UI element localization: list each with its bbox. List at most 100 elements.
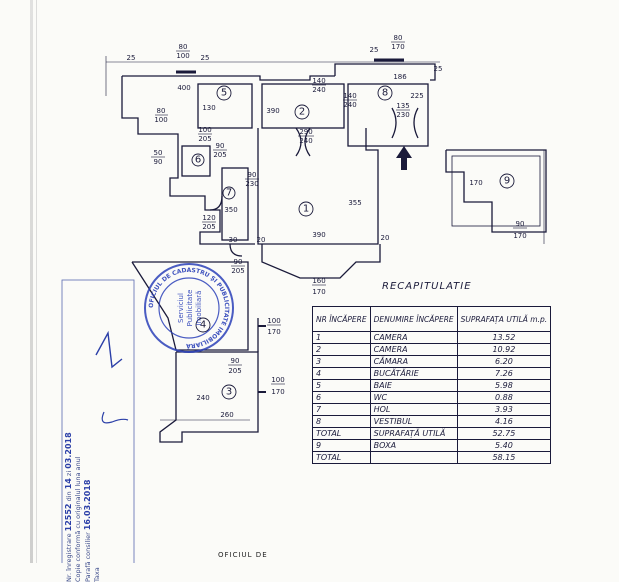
left-wall	[121, 76, 255, 245]
dim-label: 30	[229, 236, 238, 244]
door-arc-3	[391, 107, 397, 139]
recap-cell-area: 6.20	[456, 355, 552, 368]
registration-stamp: Nr. înregistrare 12552 din 14 zi 03.2018…	[64, 282, 134, 582]
dim-label: 240	[343, 101, 356, 109]
dim-label: 120	[202, 214, 215, 222]
room6-walls	[181, 145, 211, 177]
dim-label: 50	[154, 149, 163, 157]
reg-anul-label: anul	[74, 456, 82, 471]
dim-label: 170	[513, 232, 526, 240]
reg-date: 03.2018	[64, 432, 73, 469]
recap-cell-name	[369, 451, 458, 464]
room-number-3: 3	[226, 387, 232, 398]
room4-walls	[132, 261, 249, 351]
recap-cell-area: 3.93	[456, 403, 552, 416]
door-arc-6	[229, 243, 243, 257]
dim-label: 140	[343, 92, 356, 100]
dim-label: 205	[228, 367, 241, 375]
dim-label: 90	[231, 357, 240, 365]
recap-cell-name: VESTIBUL	[369, 415, 458, 428]
dim-label: 25	[127, 54, 136, 62]
recap-cell-name: SUPRAFAȚĂ UTILĂ	[369, 427, 458, 440]
door-arc-4	[413, 107, 419, 139]
reg-taxa-label: Taxa	[93, 567, 101, 582]
dim-label: 90	[154, 158, 163, 166]
door-arc-5	[209, 195, 223, 211]
recap-cell-nr: 5	[312, 379, 371, 392]
recap-cell-nr: 8	[312, 415, 371, 428]
dim-label: 135	[396, 102, 409, 110]
recap-cell-area: 13.52	[456, 331, 552, 344]
entrance-arrow-icon	[396, 146, 412, 170]
dim-label: 240	[312, 86, 325, 94]
dim-label: 240	[196, 394, 209, 402]
room-circle-8	[377, 85, 393, 101]
reg-number: 12552	[64, 503, 73, 532]
dim-label: 100	[176, 52, 189, 60]
dim-label: 25	[201, 54, 210, 62]
bay-window	[261, 244, 381, 279]
dim-label: 140	[312, 77, 325, 85]
dim-label: 20	[381, 234, 390, 242]
recap-cell-name: BAIE	[369, 379, 458, 392]
dim-label: 225	[410, 92, 423, 100]
dim-label: 400	[177, 84, 190, 92]
recap-cell-nr: 3	[312, 355, 371, 368]
room-circle-9	[499, 173, 515, 189]
recap-cell-nr: TOTAL	[312, 451, 371, 464]
dim-label: 170	[312, 288, 325, 296]
room2-walls	[261, 83, 345, 129]
room-circle-1	[298, 201, 314, 217]
room-circle-6	[191, 153, 205, 167]
dim-label: 130	[202, 104, 215, 112]
room-number-8: 8	[382, 88, 388, 99]
scan-edge	[30, 0, 33, 563]
dim-label: 170	[267, 328, 280, 336]
recap-cell-nr: 2	[312, 343, 371, 356]
dim-label: 390	[266, 107, 279, 115]
dim-label: 100	[271, 376, 284, 384]
dim-label: 355	[348, 199, 361, 207]
dim-label: 100	[154, 116, 167, 124]
dim-label: 90	[248, 171, 257, 179]
recap-table: NR ÎNCĂPERE DENUMIRE ÎNCĂPERE SUPRAFAȚA …	[312, 306, 552, 464]
reg-date2: 16.03.2018	[83, 479, 92, 531]
room9-inner	[451, 155, 541, 227]
room-circle-3	[221, 384, 237, 400]
dim-label: 90	[516, 220, 525, 228]
dim-label: 90	[234, 258, 243, 266]
recap-cell-name: BUCĂTĂRIE	[369, 367, 458, 380]
recap-cell-nr: 9	[312, 439, 371, 452]
recap-cell-name: WC	[369, 391, 458, 404]
door-arc-2	[304, 127, 311, 157]
recap-header-nr: NR ÎNCĂPERE	[312, 306, 371, 332]
door-arc-1	[295, 127, 302, 157]
recap-cell-area: 58.15	[456, 451, 552, 464]
recap-cell-name: BOXA	[369, 439, 458, 452]
recap-cell-area: 52.75	[456, 427, 552, 440]
scan-edge-line	[36, 0, 37, 563]
recap-cell-name: HOL	[369, 403, 458, 416]
room-circle-7	[222, 186, 236, 200]
top-wall-left	[122, 75, 335, 81]
dim-label: 170	[271, 388, 284, 396]
registration-stamp-frame	[61, 279, 135, 563]
table-row: TOTAL 58.15	[312, 451, 552, 464]
dim-label: 350	[224, 206, 237, 214]
dim-label: 205	[198, 135, 211, 143]
dim-label: 80	[179, 43, 188, 51]
recap-cell-name: CĂMARA	[369, 355, 458, 368]
room1-walls	[257, 128, 379, 245]
dim-label: 20	[257, 236, 266, 244]
reg-label: Nr. înregistrare	[65, 533, 73, 582]
room-number-1: 1	[303, 204, 309, 215]
dim-label: 80	[157, 107, 166, 115]
reg-luna-label: luna	[74, 472, 82, 487]
room-circle-2	[294, 104, 310, 120]
recap-cell-nr: TOTAL	[312, 427, 371, 440]
dim-label: 230	[245, 180, 258, 188]
